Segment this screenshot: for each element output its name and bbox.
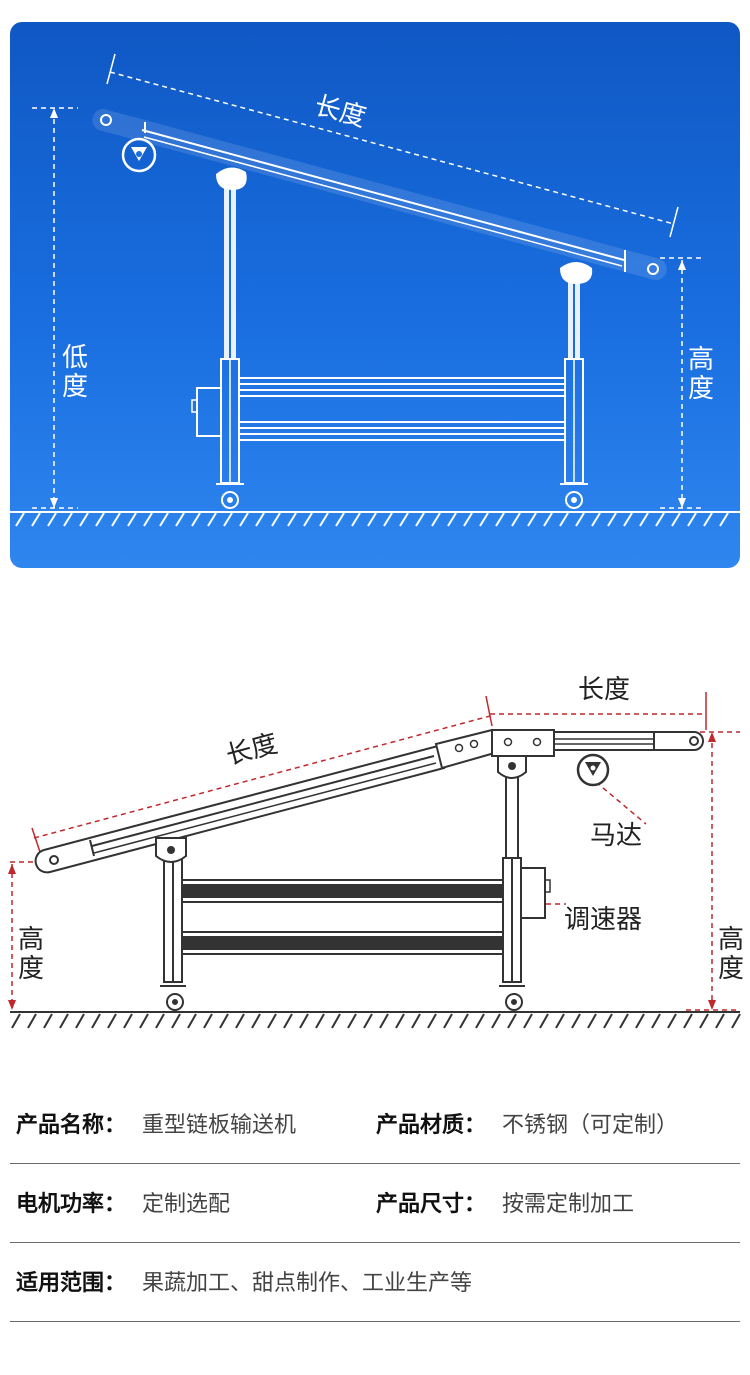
spec-value-product-name: 重型链板输送机 bbox=[142, 1113, 297, 1138]
top-low-label: 低度 bbox=[61, 343, 88, 402]
bottom-ground-hatch bbox=[11, 1013, 741, 1029]
spec-value-material: 不锈钢（可定制） bbox=[502, 1113, 679, 1138]
pivot-right bbox=[560, 262, 593, 284]
speed-controller-label: 调速器 bbox=[564, 905, 643, 935]
bottom-pivots bbox=[155, 755, 527, 863]
bottom-dimension-lines bbox=[10, 713, 740, 1011]
spec-key-product-name: 产品名称： bbox=[16, 1113, 127, 1138]
bottom-flat-beam bbox=[491, 729, 704, 757]
pivot-left bbox=[216, 167, 247, 190]
bottom-dimension-ticks bbox=[31, 692, 707, 853]
spec-row: 适用范围： 果蔬加工、甜点制作、工业生产等 bbox=[10, 1243, 740, 1322]
spec-value-motor-power: 定制选配 bbox=[142, 1192, 231, 1217]
casters bbox=[216, 483, 588, 509]
conveyor-beam bbox=[92, 108, 667, 281]
cross-bars bbox=[238, 377, 566, 441]
spec-key-motor-power: 电机功率： bbox=[16, 1192, 127, 1217]
spec-value-size: 按需定制加工 bbox=[502, 1192, 635, 1217]
top-conveyor-drawing bbox=[10, 53, 740, 527]
bottom-controller-box bbox=[520, 867, 546, 919]
bottom-height-right-label: 高度 bbox=[717, 925, 744, 984]
bottom-cross-bars bbox=[181, 879, 504, 955]
bottom-casters bbox=[160, 985, 525, 1011]
top-high-label: 高度 bbox=[687, 345, 714, 404]
spec-row: 产品名称： 重型链板输送机 产品材质： 不锈钢（可定制） bbox=[10, 1085, 740, 1164]
top-diagram-panel: 长度 低度 高度 bbox=[10, 22, 740, 568]
bottom-incline-beam bbox=[34, 728, 500, 874]
spec-table: 产品名称： 重型链板输送机 产品材质： 不锈钢（可定制） 电机功率： 定制选配 … bbox=[10, 1085, 740, 1322]
bottom-motor-icon bbox=[576, 753, 610, 787]
spec-key-application: 适用范围： bbox=[16, 1271, 127, 1296]
motor-label: 马达 bbox=[590, 821, 643, 851]
bottom-height-left-label: 高度 bbox=[17, 925, 44, 984]
dimension-ticks bbox=[106, 53, 679, 238]
bottom-conveyor-drawing bbox=[8, 692, 741, 1029]
controller-box bbox=[196, 387, 222, 437]
spec-key-material: 产品材质： bbox=[376, 1113, 487, 1138]
spec-value-application: 果蔬加工、甜点制作、工业生产等 bbox=[142, 1271, 473, 1296]
bottom-diagram: 长度 长度 高度 高度 马达 调速器 bbox=[0, 660, 750, 1040]
ground-hatch bbox=[15, 512, 729, 527]
motor-icon bbox=[121, 137, 157, 173]
bottom-length-flat-label: 长度 bbox=[578, 675, 631, 705]
spec-key-size: 产品尺寸： bbox=[376, 1192, 487, 1217]
spec-row: 电机功率： 定制选配 产品尺寸： 按需定制加工 bbox=[10, 1164, 740, 1243]
